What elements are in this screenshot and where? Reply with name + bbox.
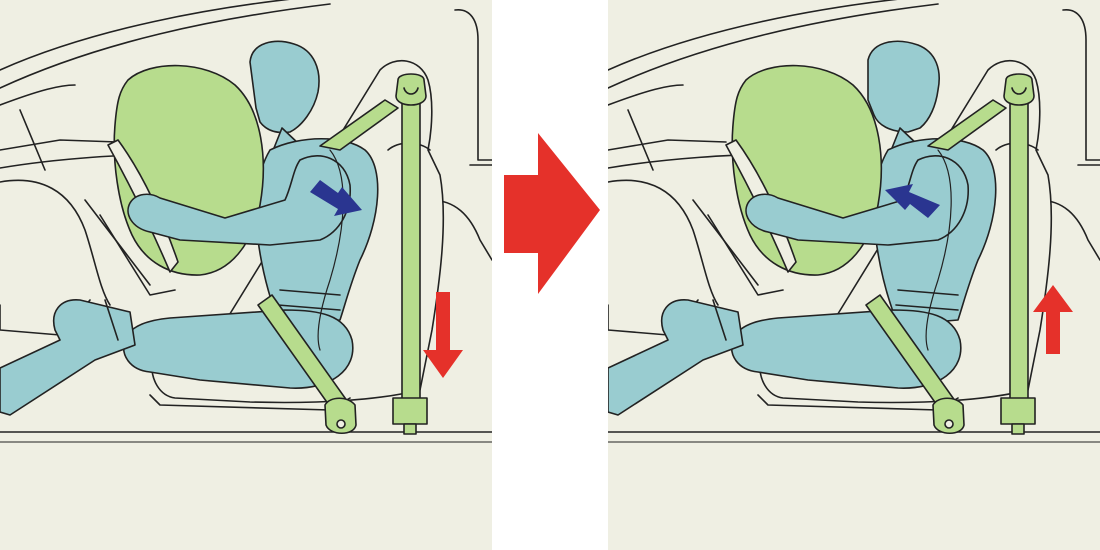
transition-area: [492, 0, 608, 550]
dummy-head: [868, 41, 939, 132]
belt-retractor-base: [404, 424, 416, 434]
panel-after: [608, 0, 1100, 550]
panel-before: [0, 0, 492, 550]
belt-anchor: [396, 74, 426, 105]
scene-before: [0, 0, 492, 550]
belt-anchor: [1004, 74, 1034, 105]
buckle-pin: [337, 420, 345, 428]
buckle-pin: [945, 420, 953, 428]
pillar-belt: [402, 78, 420, 400]
belt-retractor-base: [1012, 424, 1024, 434]
belt-retractor: [393, 398, 427, 424]
pillar-belt: [1010, 78, 1028, 400]
transition-arrow-icon: [504, 133, 600, 294]
belt-retractor: [1001, 398, 1035, 424]
scene-after: [608, 0, 1100, 550]
